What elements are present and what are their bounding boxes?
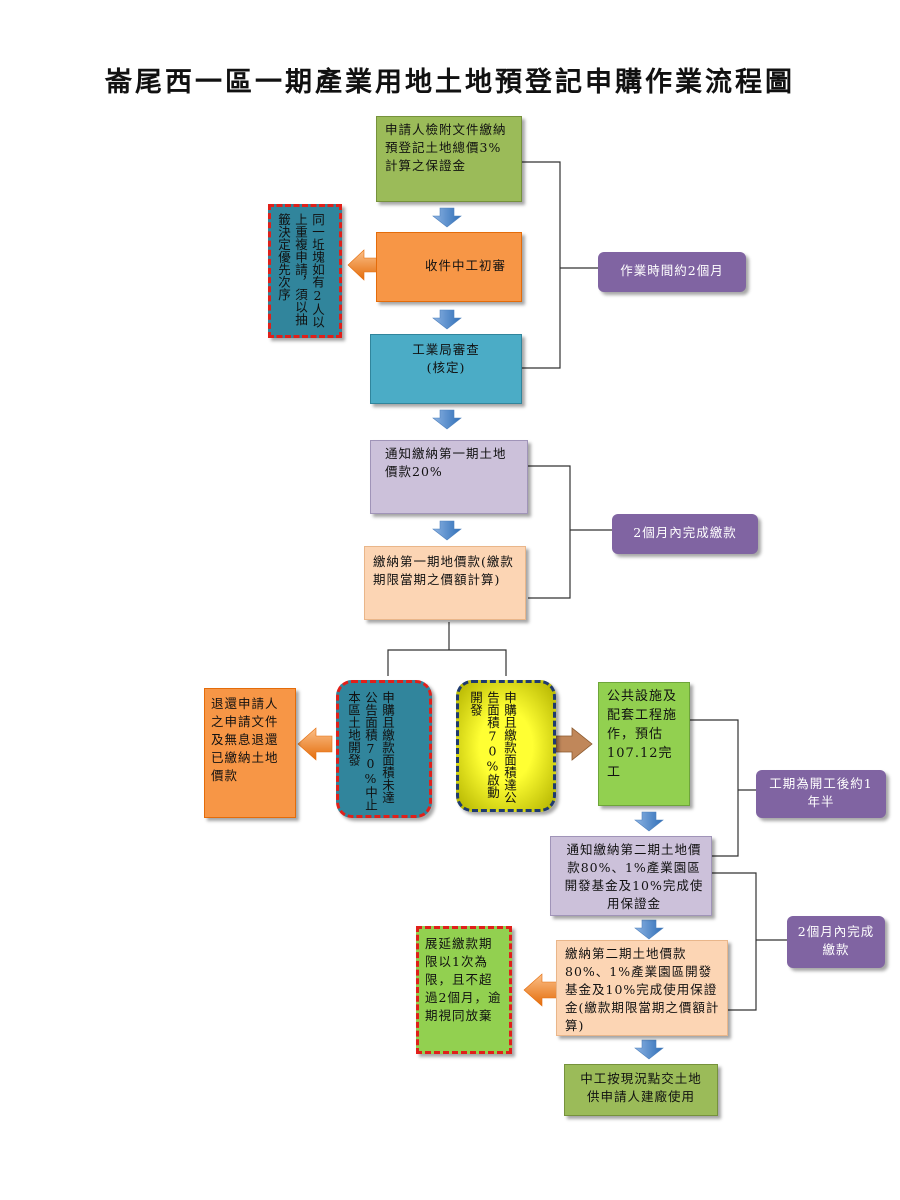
down-arrow-6 xyxy=(634,919,664,940)
condition-extend: 展延繳款期限以1次為限，且不超過2個月，逾期視同放棄 xyxy=(416,926,512,1054)
bracket-line-2 xyxy=(528,465,571,599)
condition-duplicate-text: 同一坵塊如有2人以上重複申請，須以抽籤決定優先次序 xyxy=(276,213,325,328)
condition-refund: 退還申請人之申請文件及無息退還已繳納土地價款 xyxy=(204,688,296,818)
step-notice1: 通知繳納第一期土地價款20% xyxy=(370,440,528,514)
step-handover: 中工按現況點交土地供申請人建廠使用 xyxy=(564,1064,718,1116)
note-pay-within-2m: 2個月內完成繳款 xyxy=(612,514,758,554)
condition-reached-text: 申購且繳款面積達公告面積70%啟動開發 xyxy=(468,691,517,804)
step-public-works: 公共設施及配套工程施作，預估107.12完工 xyxy=(598,682,690,806)
bracket-line-1 xyxy=(522,161,561,369)
condition-reached: 申購且繳款面積達公告面積70%啟動開發 xyxy=(456,680,556,812)
condition-not-reached: 申購且繳款面積未達公告面積70%中止本區土地開發 xyxy=(336,680,432,818)
left-arrow-refund xyxy=(297,727,333,761)
condition-extend-text: 展延繳款期限以1次為限，且不超過2個月，逾期視同放棄 xyxy=(425,936,502,1023)
down-arrow-7 xyxy=(634,1039,664,1060)
bracket-line-3 xyxy=(690,719,739,857)
step-receive-label: 收件中工初審 xyxy=(425,258,507,273)
down-arrow-3 xyxy=(432,409,462,430)
note-construction-period: 工期為開工後約1年半 xyxy=(756,770,886,818)
condition-not-reached-text: 申購且繳款面積未達公告面積70%中止本區土地開發 xyxy=(346,691,395,811)
note-two-months: 作業時間約2個月 xyxy=(598,252,746,292)
down-arrow-4 xyxy=(432,520,462,541)
step-pay2: 繳納第二期土地價款80%、1%產業園區開發基金及10%完成使用保證金(繳款期限當… xyxy=(556,940,728,1036)
down-arrow-2 xyxy=(432,309,462,330)
step-bureau: 工業局審查 (核定) xyxy=(370,334,522,404)
step-notice2: 通知繳納第二期土地價款80%、1%產業園區開發基金及10%完成使用保證金 xyxy=(550,836,712,916)
left-arrow-duplicate xyxy=(347,249,379,281)
note-pay-within-2m-b: 2個月內完成繳款 xyxy=(787,916,885,968)
right-arrow-reached xyxy=(555,727,593,761)
bracket-line-4 xyxy=(712,872,757,1011)
page-title: 崙尾西一區一期產業用地土地預登記申購作業流程圖 xyxy=(105,67,795,98)
step-receive: 收件中工初審 xyxy=(376,232,522,302)
step-pay1: 繳納第一期地價款(繳款期限當期之價額計算) xyxy=(364,546,526,620)
left-arrow-extend xyxy=(523,973,559,1007)
branch-split xyxy=(387,649,507,676)
down-arrow-5 xyxy=(634,811,664,832)
down-arrow-1 xyxy=(432,207,462,228)
step-apply: 申請人檢附文件繳納預登記土地總價3%計算之保證金 xyxy=(376,116,522,202)
condition-duplicate: 同一坵塊如有2人以上重複申請，須以抽籤決定優先次序 xyxy=(268,204,342,338)
